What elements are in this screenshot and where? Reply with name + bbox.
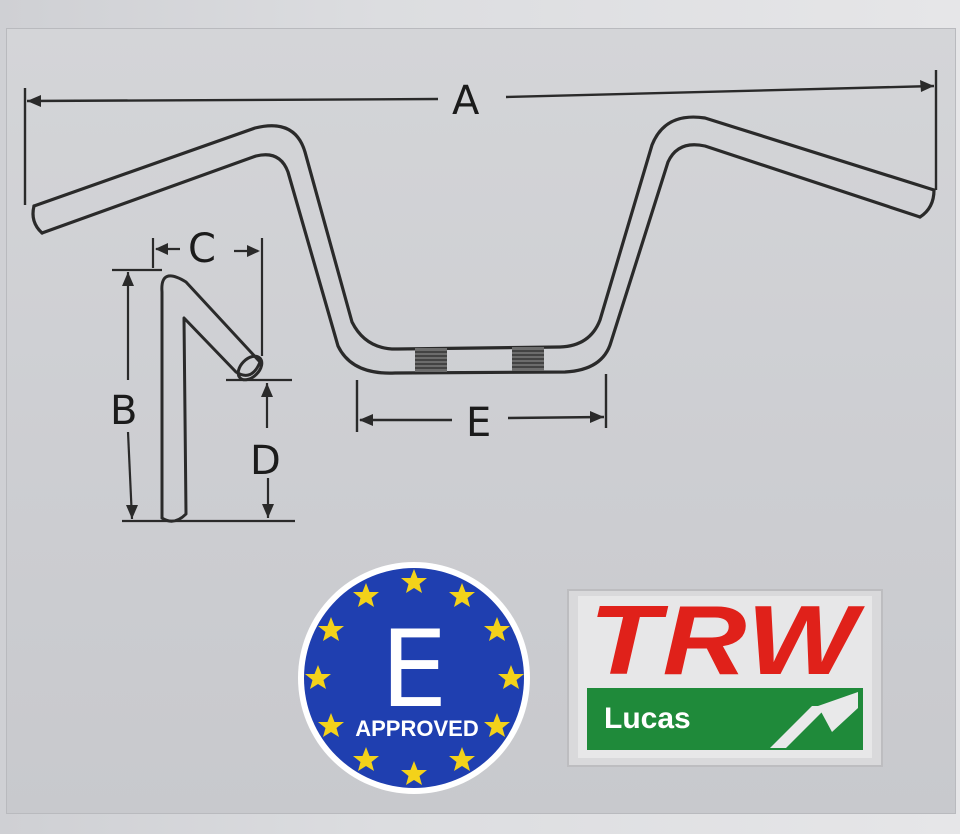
dimension-c-label: C: [188, 226, 216, 272]
handlebar-inner-edge: [40, 143, 922, 375]
handlebar-front-view: [31, 115, 936, 375]
dimension-a-label: A: [452, 78, 480, 124]
badge-stars: [305, 569, 524, 785]
handlebar-right-end: [918, 188, 936, 219]
dimension-a: [23, 70, 938, 205]
logo-arrow-icon: [770, 706, 828, 748]
star-icon: [305, 665, 331, 689]
handlebar-outer-edge: [32, 115, 936, 351]
star-icon: [401, 761, 427, 785]
dimension-e-label: E: [466, 400, 491, 446]
dimension-b: [112, 268, 295, 523]
handlebar-left-end: [31, 204, 44, 235]
badge-disc: [304, 568, 524, 788]
logo-brand-text: TRW: [589, 585, 866, 695]
star-icon: [484, 713, 510, 737]
e-approved-badge: E APPROVED: [298, 562, 530, 794]
star-icon: [318, 617, 344, 641]
logo-arrow-icon-tail: [818, 692, 858, 732]
star-icon: [449, 583, 475, 607]
badge-e-letter: E: [381, 608, 448, 731]
logo-green-bar: [587, 688, 863, 750]
star-icon: [449, 747, 475, 771]
trw-lucas-logo: TRW Lucas: [567, 585, 883, 767]
side-view-tube-end: [236, 354, 264, 382]
star-icon: [401, 569, 427, 593]
star-icon: [353, 747, 379, 771]
star-icon: [484, 617, 510, 641]
star-icon: [498, 665, 524, 689]
dimension-e: [355, 374, 608, 432]
logo-sub-brand-text: Lucas: [604, 702, 691, 735]
dimension-d-label: D: [250, 438, 281, 484]
dimension-b-label: B: [110, 388, 137, 434]
knurled-clamp-zones: [415, 347, 544, 372]
star-icon: [353, 583, 379, 607]
badge-approved-text: APPROVED: [355, 716, 478, 741]
star-icon: [318, 713, 344, 737]
side-view-tube: [160, 274, 262, 523]
dimension-d: [226, 378, 292, 518]
dimension-c: [151, 238, 264, 356]
handlebar-side-view: [160, 274, 264, 523]
